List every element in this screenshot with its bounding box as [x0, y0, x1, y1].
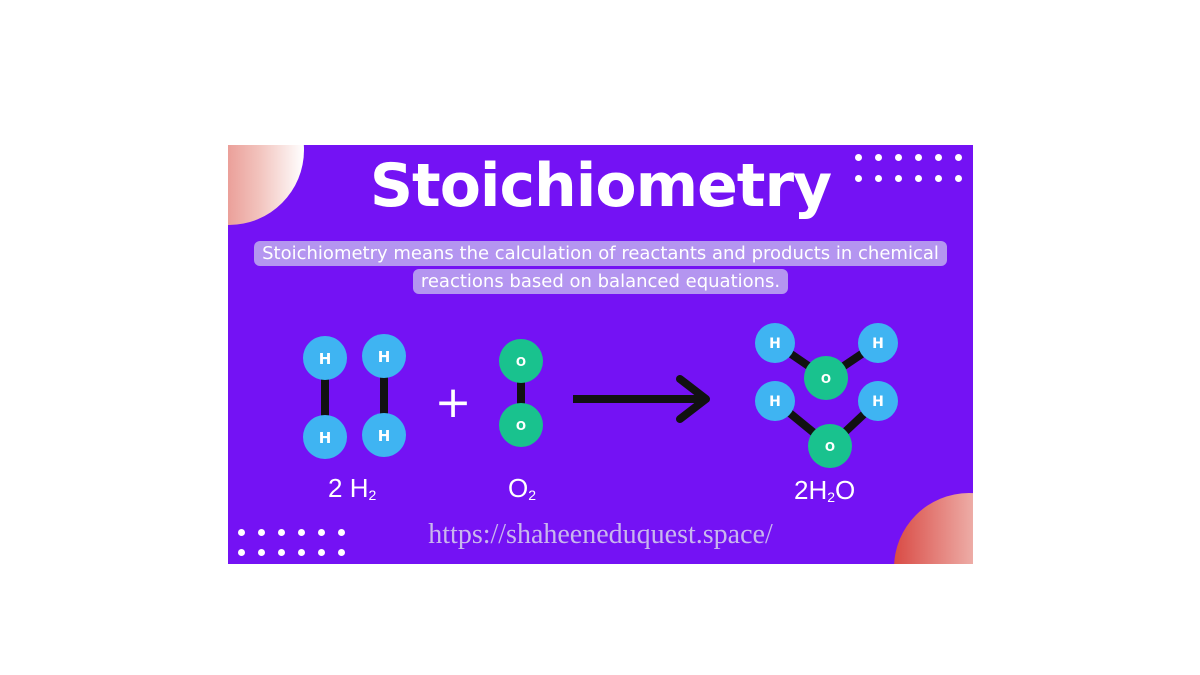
- plus-sign: +: [435, 377, 472, 428]
- formula-h2o: 2H2O: [794, 475, 856, 505]
- svg-text:H: H: [319, 350, 332, 368]
- hydrogen-atom: H: [362, 413, 406, 457]
- svg-text:H: H: [319, 429, 332, 447]
- oxygen-atom: O: [499, 403, 543, 447]
- hydrogen-atom: H: [303, 336, 347, 380]
- hydrogen-atom: H: [303, 415, 347, 459]
- svg-text:H: H: [378, 427, 391, 445]
- formula-o2: O2: [508, 473, 537, 503]
- oxygen-atom: O: [499, 339, 543, 383]
- svg-text:H: H: [872, 336, 884, 352]
- svg-text:O: O: [516, 355, 526, 369]
- infographic-card: Stoichiometry Stoichiometry means the ca…: [228, 145, 973, 564]
- hydrogen-atom: H: [858, 381, 898, 421]
- svg-text:H: H: [872, 394, 884, 410]
- svg-text:H: H: [769, 394, 781, 410]
- hydrogen-atom: H: [858, 323, 898, 363]
- reaction-diagram: + H H H H O O H: [303, 323, 898, 468]
- oxygen-atom: O: [804, 356, 848, 400]
- svg-text:O: O: [821, 372, 831, 386]
- svg-text:O: O: [516, 419, 526, 433]
- formula-h2: 2 H2: [328, 473, 377, 503]
- svg-text:H: H: [378, 348, 391, 366]
- hydrogen-atom: H: [755, 323, 795, 363]
- page-title: Stoichiometry: [369, 151, 832, 221]
- svg-text:H: H: [769, 336, 781, 352]
- svg-text:O: O: [825, 440, 835, 454]
- website-url[interactable]: https://shaheeneduquest.space/: [428, 519, 773, 550]
- description-text: Stoichiometry means the calculation of r…: [228, 240, 973, 296]
- oxygen-atom: O: [808, 424, 852, 468]
- hydrogen-atom: H: [362, 334, 406, 378]
- hydrogen-atom: H: [755, 381, 795, 421]
- reaction-arrow: [573, 375, 710, 423]
